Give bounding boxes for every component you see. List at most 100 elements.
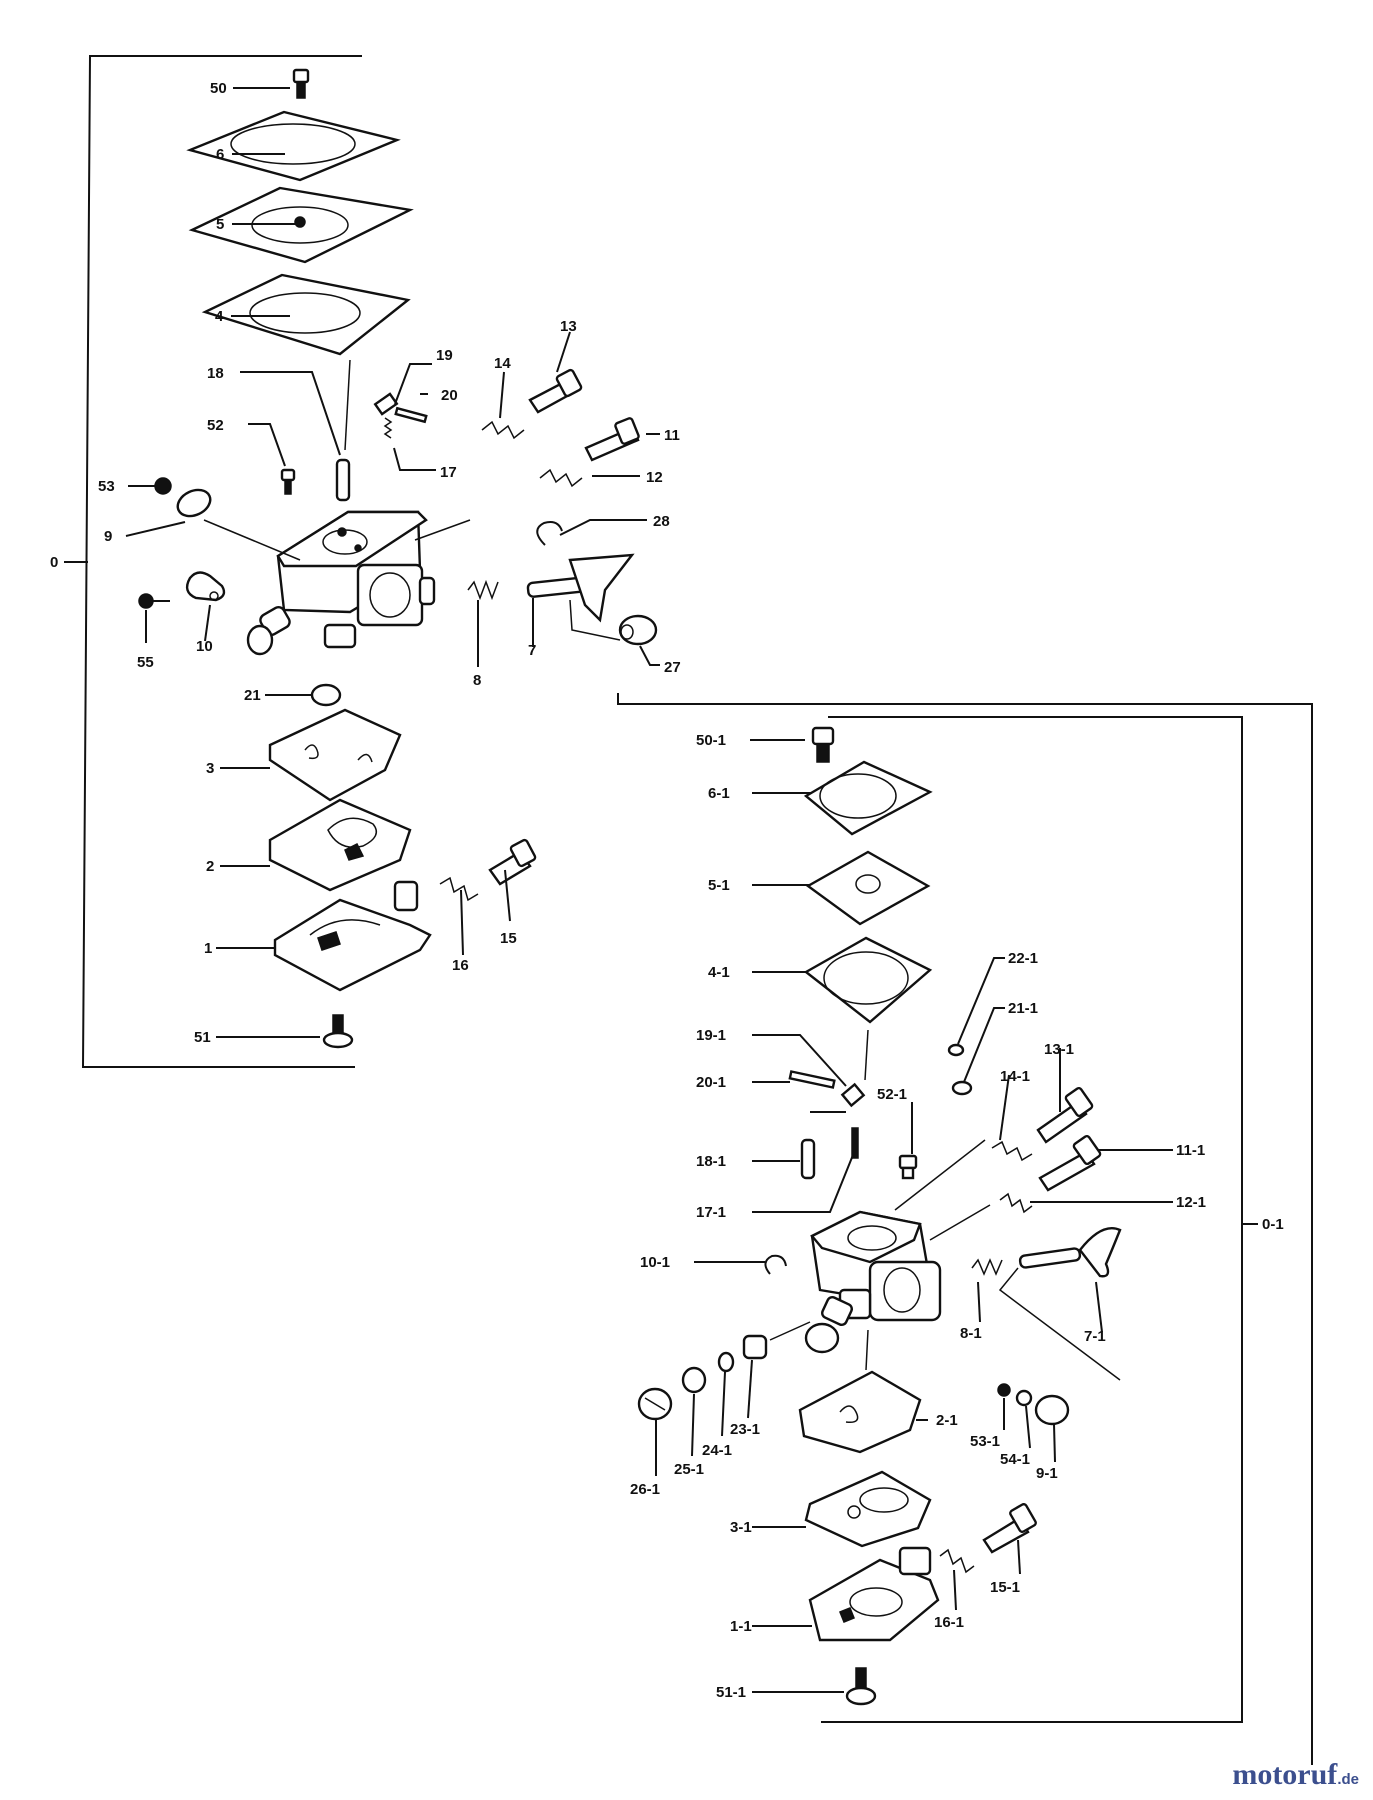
assembly-0 — [64, 55, 660, 1068]
part-21-washer — [310, 683, 342, 707]
label-21-1: 21-1 — [1008, 1000, 1038, 1017]
part-52-1-screw — [898, 1154, 918, 1180]
part-14-spring — [481, 420, 525, 440]
part-4-1-gasket — [803, 936, 933, 1024]
label-8-1: 8-1 — [960, 1325, 982, 1342]
part-7-1-shaft — [1018, 1227, 1122, 1278]
part-11-1-screw — [1038, 1134, 1102, 1192]
part-20-pin — [394, 406, 428, 424]
part-4-gasket — [201, 273, 411, 356]
label-13-1: 13-1 — [1044, 1041, 1074, 1058]
label-3-1: 3-1 — [730, 1519, 752, 1536]
part-50-screw — [292, 68, 310, 99]
part-13-1-screw — [1036, 1086, 1094, 1144]
label-11-1: 11-1 — [1176, 1142, 1205, 1159]
label-4-1: 4-1 — [708, 964, 730, 981]
part-16-1-spring — [939, 1548, 975, 1574]
label-5-1: 5-1 — [708, 877, 730, 894]
watermark-logo: motoruf.de — [1232, 1758, 1359, 1792]
part-2-1-gasket — [798, 1370, 922, 1454]
part-19-lever — [373, 392, 399, 416]
part-13-screw — [528, 368, 583, 414]
part-53-screw — [154, 477, 172, 495]
part-8-1-spring — [971, 1258, 1003, 1276]
part-10-1-clip — [764, 1254, 787, 1275]
part-0-carburetor-body — [246, 510, 436, 656]
label-50-1: 50-1 — [696, 732, 726, 749]
part-1-pump-body — [273, 880, 432, 992]
label-7-1: 7-1 — [1084, 1328, 1106, 1345]
part-17-spring — [383, 417, 393, 439]
label-10-1: 10-1 — [640, 1254, 670, 1271]
part-11-screw — [584, 417, 640, 462]
part-0-1-carburetor-body — [804, 1210, 942, 1354]
label-22-1: 22-1 — [1008, 950, 1038, 967]
label-13: 13 — [560, 318, 577, 335]
label-19-1: 19-1 — [696, 1027, 726, 1044]
label-28: 28 — [653, 513, 670, 530]
label-5: 5 — [216, 216, 224, 233]
label-50: 50 — [210, 80, 227, 97]
assembly-0-1 — [617, 693, 1313, 1765]
label-52: 52 — [207, 417, 224, 434]
label-8: 8 — [473, 672, 481, 689]
label-6: 6 — [216, 146, 224, 163]
label-14-1: 14-1 — [1000, 1068, 1030, 1085]
part-15-screw — [488, 838, 537, 886]
part-5-1-diaphragm — [805, 850, 931, 926]
part-6-cover — [186, 110, 401, 182]
label-25-1: 25-1 — [674, 1461, 704, 1478]
part-9-plate — [176, 488, 212, 518]
part-10-bracket — [185, 571, 226, 602]
part-52-screw — [280, 468, 296, 495]
label-0: 0 — [50, 554, 58, 571]
part-51-screw — [322, 1014, 354, 1049]
label-12-1: 12-1 — [1176, 1194, 1206, 1211]
label-53-1: 53-1 — [970, 1433, 1000, 1450]
part-20-1-pin — [788, 1070, 836, 1089]
label-55: 55 — [137, 654, 154, 671]
part-2-gasket — [268, 798, 412, 892]
label-16: 16 — [452, 957, 469, 974]
part-55-screw — [138, 593, 170, 609]
label-4: 4 — [215, 308, 224, 325]
part-54-1-washer — [1015, 1389, 1033, 1407]
part-21-1-ring — [951, 1080, 973, 1096]
label-24-1: 24-1 — [702, 1442, 732, 1459]
label-23-1: 23-1 — [730, 1421, 760, 1438]
part-8-spring — [467, 579, 499, 601]
label-15: 15 — [500, 930, 517, 947]
part-17-1-spring — [851, 1127, 859, 1159]
label-1-1: 1-1 — [730, 1618, 752, 1635]
part-19-1-lever — [840, 1082, 866, 1108]
part-18-1-needle — [800, 1138, 816, 1180]
label-20: 20 — [441, 387, 458, 404]
label-51: 51 — [194, 1029, 211, 1046]
label-53: 53 — [98, 478, 115, 495]
label-54-1: 54-1 — [1000, 1451, 1030, 1468]
label-6-1: 6-1 — [708, 785, 730, 802]
part-3-gasket — [268, 708, 402, 802]
part-50-1-screw — [811, 726, 835, 763]
label-18: 18 — [207, 365, 224, 382]
label-0-1: 0-1 — [1262, 1216, 1284, 1233]
label-17-1: 17-1 — [696, 1204, 726, 1221]
label-11: 11 — [664, 427, 680, 444]
label-9: 9 — [104, 528, 112, 545]
label-2-1: 2-1 — [936, 1412, 958, 1429]
watermark-tld: .de — [1337, 1771, 1359, 1788]
part-12-spring — [539, 468, 583, 488]
label-26-1: 26-1 — [630, 1481, 660, 1498]
part-28-clip — [536, 521, 563, 546]
label-19: 19 — [436, 347, 453, 364]
part-16-spring — [439, 876, 479, 902]
part-14-1-spring — [991, 1140, 1033, 1162]
part-27-nut — [618, 614, 658, 646]
label-10: 10 — [196, 638, 213, 655]
part-25-1-ring — [681, 1366, 707, 1394]
label-12: 12 — [646, 469, 663, 486]
label-1: 1 — [204, 940, 212, 957]
label-52-1: 52-1 — [877, 1086, 907, 1103]
label-21: 21 — [244, 687, 261, 704]
